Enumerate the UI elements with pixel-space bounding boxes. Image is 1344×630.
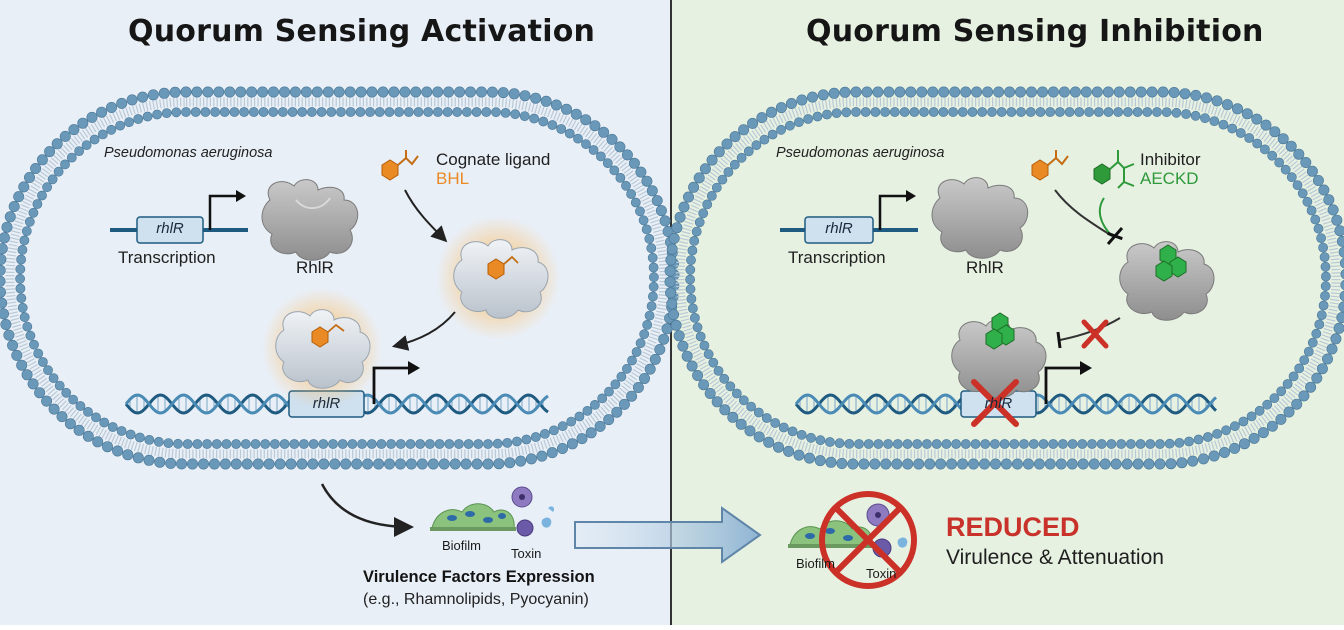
biofilm-label-right: Biofilm xyxy=(796,556,836,571)
rhlr-protein-left xyxy=(261,179,359,261)
aeckd-inhibitor-icon xyxy=(1093,150,1135,189)
bhl-bound-rhlr xyxy=(436,216,560,340)
output-arrow-left xyxy=(320,483,414,537)
promoter-gene-right xyxy=(780,190,918,244)
cell-membrane-right xyxy=(664,86,1344,470)
virulence-examples: (e.g., Rhamnolipids, Pyocyanin) xyxy=(363,591,589,608)
right-panel-title: Quorum Sensing Inhibition xyxy=(806,14,1264,49)
competition-lines xyxy=(1054,189,1124,245)
blocked-binding xyxy=(1056,317,1121,349)
ligand-name: BHL xyxy=(436,169,470,188)
promoter-gene-left xyxy=(110,190,248,244)
protein-label-left: RhlR xyxy=(296,258,334,277)
flow-arrow xyxy=(574,506,762,564)
gene-blocked-cross xyxy=(971,379,1019,427)
inhibitor-label: Inhibitor xyxy=(1140,150,1201,169)
rhlr-inhibited-on-dna xyxy=(951,312,1047,399)
virulence-title: Virulence Factors Expression xyxy=(363,568,595,586)
aeckd-bound-rhlr xyxy=(1119,241,1215,321)
promoter-gene-label-right: rhlR xyxy=(825,220,853,237)
bhl-ligand-icon-right xyxy=(1031,150,1069,181)
biofilm-label-left: Biofilm xyxy=(442,538,482,553)
transcription-arrow-right xyxy=(1044,361,1092,404)
biofilm-icon-right xyxy=(788,520,874,548)
dna-binding-arrow xyxy=(391,311,456,351)
toxin-label-right: Toxin xyxy=(866,566,897,581)
bhl-ligand-icon xyxy=(381,150,419,181)
binding-arrow xyxy=(404,189,448,243)
prohibited-icon xyxy=(819,491,917,589)
reduced-subtitle: Virulence & Attenuation xyxy=(946,546,1164,569)
ligand-label: Cognate ligand xyxy=(436,150,551,169)
promoter-gene-label-left: rhlR xyxy=(156,220,184,237)
toxin-label-left: Toxin xyxy=(511,546,542,561)
biofilm-icon-left xyxy=(430,503,516,531)
dna-gene-label-left: rhlR xyxy=(312,395,341,412)
protein-label-right: RhlR xyxy=(966,258,1004,277)
transcription-label-left: Transcription xyxy=(118,248,216,267)
rhlr-dna-complex-left xyxy=(262,288,382,408)
transcription-label-right: Transcription xyxy=(788,248,886,267)
dna-gene-label-right: rhlR xyxy=(984,395,1013,412)
left-panel-title: Quorum Sensing Activation xyxy=(128,14,596,49)
organism-label-left: Pseudomonas aeruginosa xyxy=(104,145,273,161)
reduced-title: REDUCED xyxy=(946,512,1080,542)
organism-label-right: Pseudomonas aeruginosa xyxy=(776,145,945,161)
inhibitor-name: AECKD xyxy=(1140,169,1199,188)
transcription-arrow-left xyxy=(372,361,420,404)
toxin-icon-left xyxy=(511,486,555,537)
rhlr-protein-right xyxy=(931,177,1029,259)
